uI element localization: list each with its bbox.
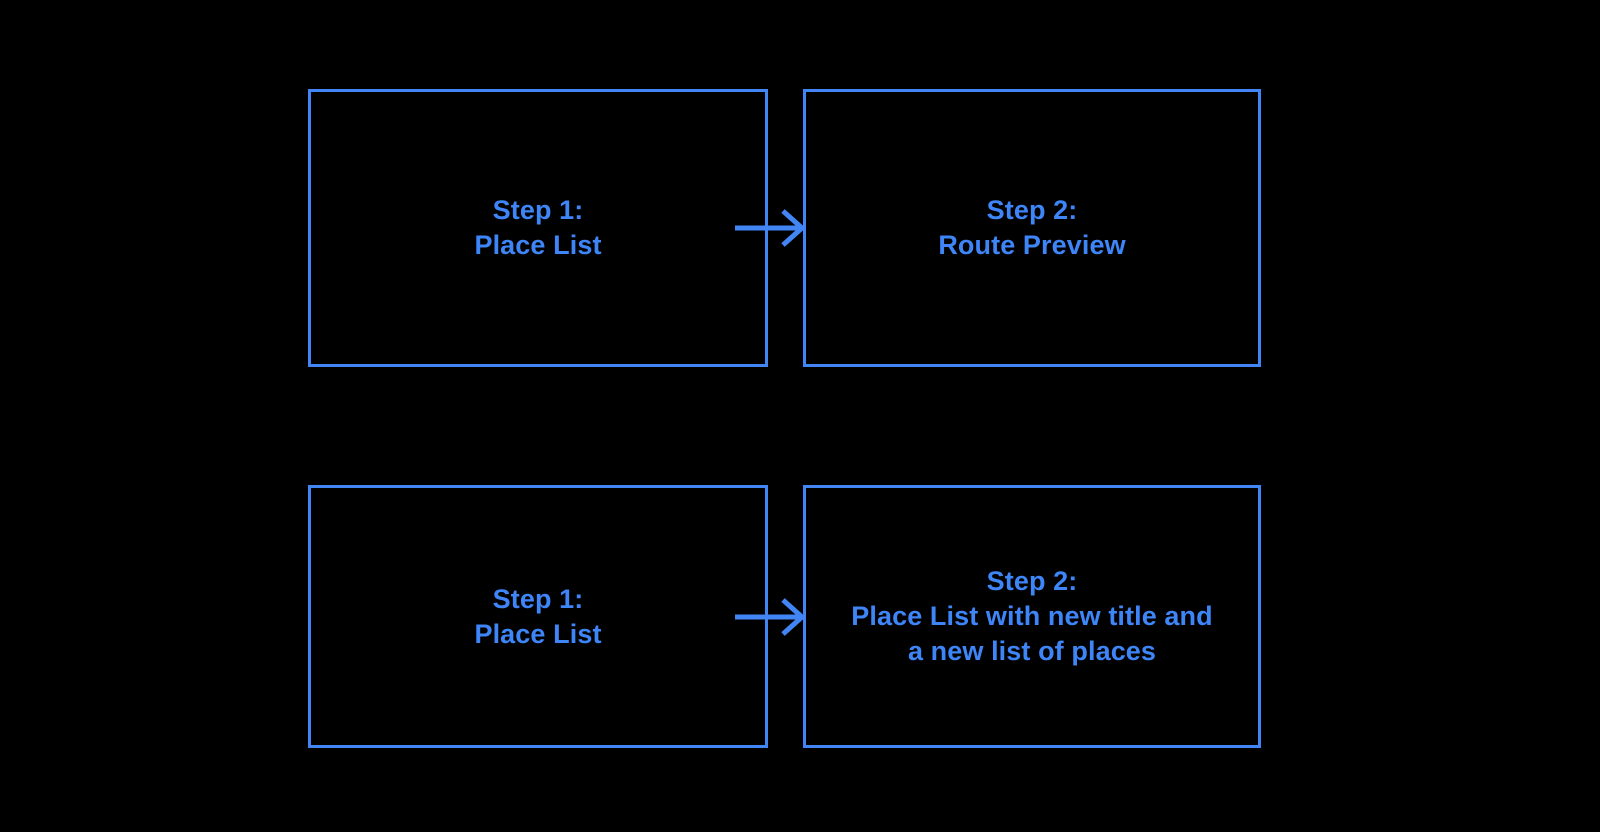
node-label: Step 1: Place List [474,195,602,260]
node-step1-place-list-bottom[interactable]: Step 1: Place List [308,485,768,748]
flow-row-route-preview: Step 1: Place List Step 2: Route Preview [0,89,1600,367]
node-step2-route-preview[interactable]: Step 2: Route Preview [803,89,1261,367]
node-step2-place-list-new-title[interactable]: Step 2: Place List with new title and a … [803,485,1261,748]
node-step1-place-list-top[interactable]: Step 1: Place List [308,89,768,367]
node-label: Step 2: Place List with new title and a … [851,566,1213,666]
flow-row-new-place-list: Step 1: Place List Step 2: Place List wi… [0,485,1600,748]
node-label: Step 1: Place List [474,583,602,649]
node-label: Step 2: Route Preview [938,195,1126,260]
